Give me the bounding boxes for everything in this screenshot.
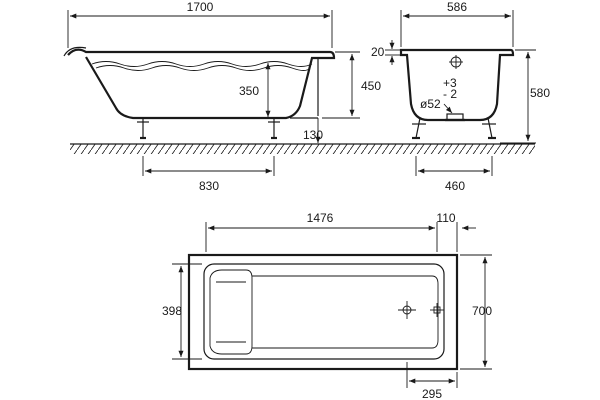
label-tol-minus: - 2 xyxy=(443,87,457,101)
dim-end-width: 586 xyxy=(400,0,514,47)
drain-leader xyxy=(443,103,453,114)
dim-overall-length: 1700 xyxy=(67,0,333,48)
plan-inner-basin xyxy=(203,263,445,360)
label-700: 700 xyxy=(472,304,492,318)
drain-end xyxy=(445,113,465,122)
dim-floor-clearance: 130 xyxy=(303,118,323,143)
dim-rim-offset: 20 xyxy=(371,40,400,65)
overflow-symbol xyxy=(449,55,463,69)
side-legs xyxy=(137,118,280,140)
plan-outer-rim xyxy=(187,253,459,371)
dim-drain-position: 295 xyxy=(406,362,458,400)
dim-inner-depth: 350 xyxy=(239,63,271,117)
dim-leg-spacing-long: 830 xyxy=(142,156,275,193)
dim-inner-width: 398 xyxy=(162,263,202,360)
water-line xyxy=(91,61,313,67)
label-110: 110 xyxy=(436,211,455,225)
label-drain-diameter: ø52 xyxy=(420,97,441,111)
dim-leg-spacing-short: 460 xyxy=(415,156,493,193)
end-view: 586 20 +3 - 2 ø52 580 460 xyxy=(371,0,550,193)
label-398: 398 xyxy=(162,304,182,318)
label-20: 20 xyxy=(371,45,385,59)
label-580: 580 xyxy=(530,86,550,100)
label-tol-plus: +3 xyxy=(443,76,457,90)
label-450: 450 xyxy=(361,79,381,93)
dim-inner-length: 1476 xyxy=(205,211,438,252)
plan-view: 1476 110 398 700 295 xyxy=(162,211,492,400)
label-1700: 1700 xyxy=(187,0,214,14)
dim-end-height: 580 xyxy=(500,49,550,144)
label-460: 460 xyxy=(445,179,465,193)
label-130: 130 xyxy=(303,128,323,142)
plan-backrest xyxy=(209,269,253,355)
dim-drain-offset: 110 xyxy=(436,211,476,252)
label-295: 295 xyxy=(422,387,442,400)
plan-overflow xyxy=(430,303,444,317)
tub-side-profile xyxy=(67,48,336,120)
side-view: 1700 350 450 130 830 xyxy=(63,0,381,193)
dim-plan-width: 700 xyxy=(460,254,492,370)
floor xyxy=(70,143,535,154)
plan-drain xyxy=(398,301,416,319)
plan-floor-contour xyxy=(252,275,439,349)
label-1476: 1476 xyxy=(307,211,334,225)
tub-end-profile xyxy=(399,48,515,122)
dim-side-height: 450 xyxy=(322,51,381,119)
label-830: 830 xyxy=(199,179,219,193)
rim-lip xyxy=(63,46,87,57)
label-586: 586 xyxy=(447,0,467,14)
label-350: 350 xyxy=(239,84,259,98)
end-legs xyxy=(412,117,496,140)
